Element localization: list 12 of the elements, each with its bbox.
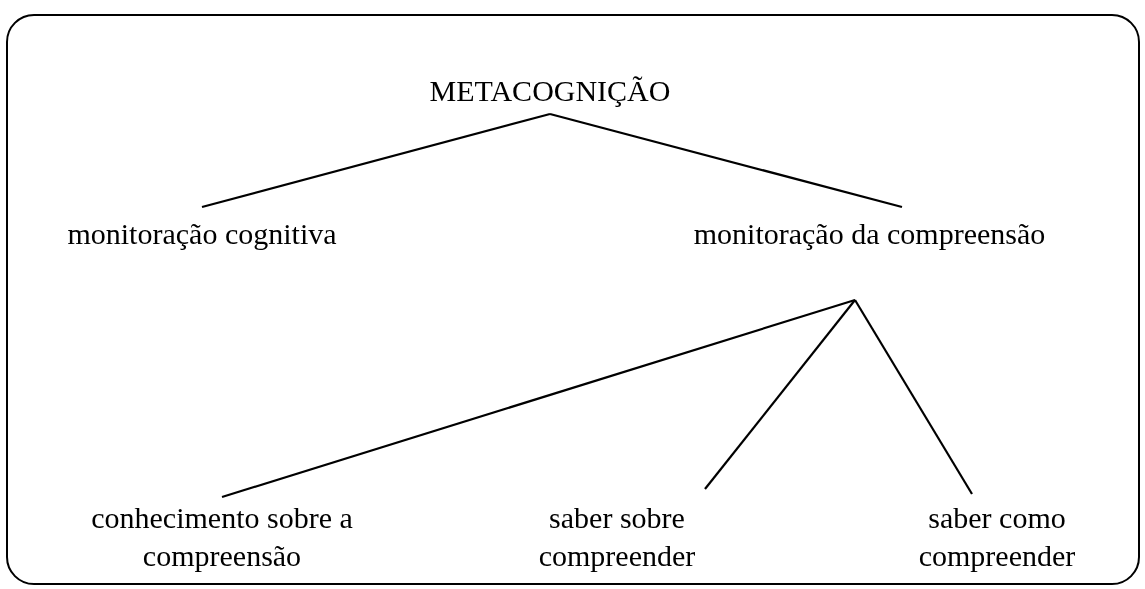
- node-label: conhecimento sobre a compreensão: [90, 500, 354, 574]
- frame-box: [6, 14, 1140, 585]
- connector-line: [201, 112, 551, 209]
- connector-line: [704, 299, 856, 490]
- connector-line: [854, 299, 973, 495]
- connector-line: [549, 112, 903, 209]
- node-label: METACOGNIÇÃO: [429, 73, 671, 109]
- node-label: monitoração da compreensão: [693, 216, 1046, 252]
- node-label: saber sobre compreender: [537, 500, 697, 574]
- node-label: monitoração cognitiva: [67, 216, 337, 252]
- node-label: saber como compreender: [917, 500, 1077, 574]
- connector-line: [221, 298, 856, 499]
